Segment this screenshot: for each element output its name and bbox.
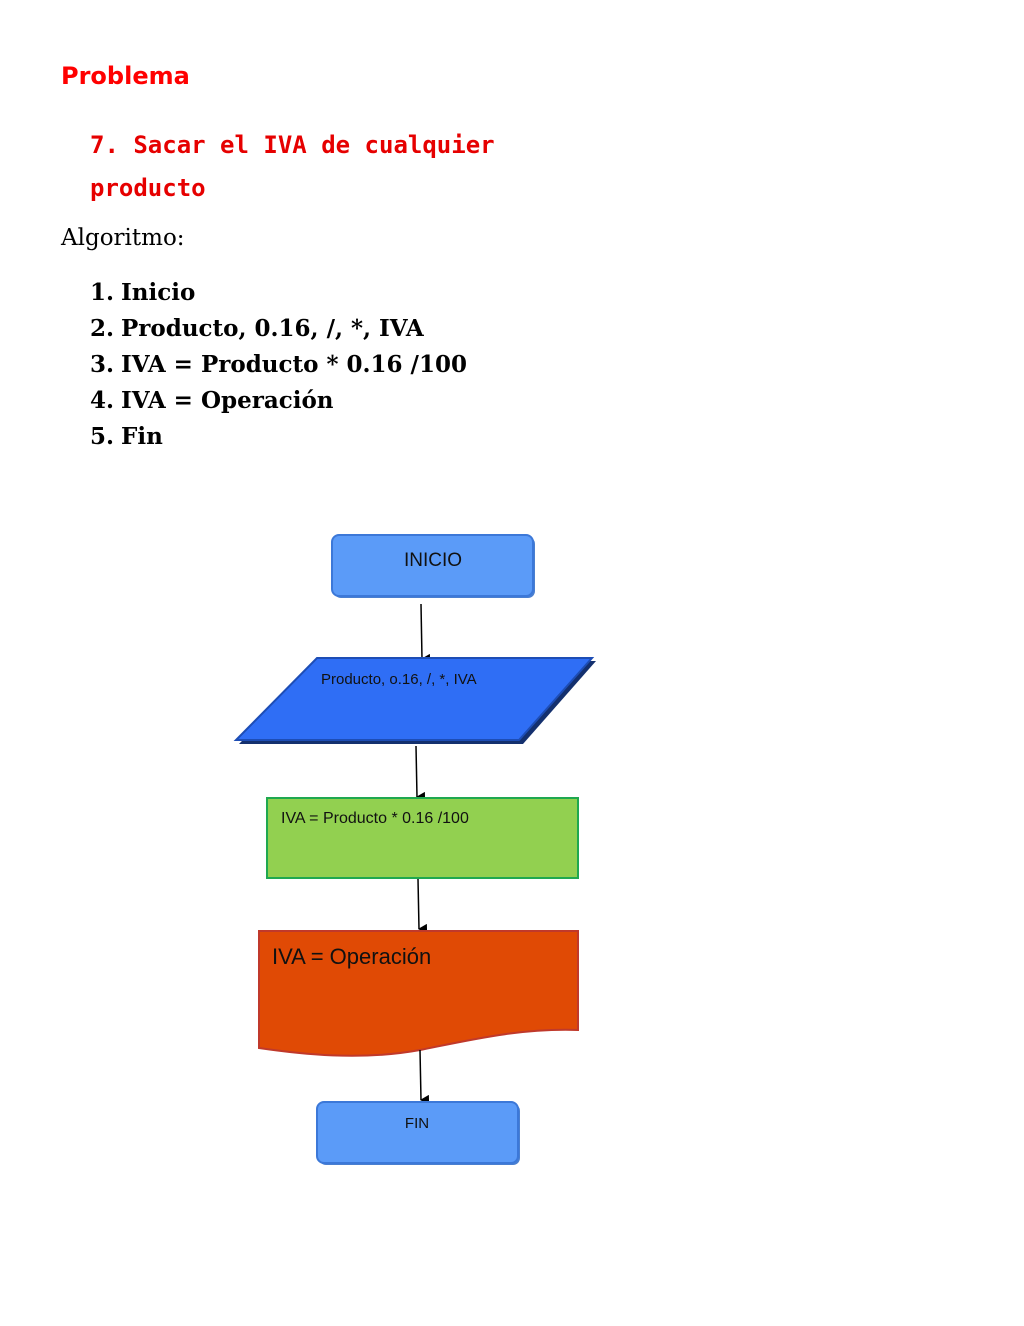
- connector-arrow: [419, 1049, 430, 1105]
- connector-arrow: [420, 603, 431, 664]
- start-node: INICIO: [331, 534, 535, 598]
- list-item: 2.Producto, 0.16, /, *, IVA: [90, 315, 424, 342]
- start-label: INICIO: [404, 550, 462, 571]
- algorithm-label: Algoritmo:: [61, 225, 185, 251]
- process-node: IVA = Producto * 0.16 /100: [266, 797, 579, 879]
- problem-text: Sacar el IVA de cualquier producto: [90, 131, 495, 202]
- list-item: 4.IVA = Operación: [90, 387, 334, 414]
- problem-statement: 7. Sacar el IVA de cualquier producto: [90, 124, 510, 210]
- problem-heading: Problema: [61, 62, 190, 90]
- connector-arrow: [417, 878, 428, 934]
- output-node: IVA = Operación: [258, 930, 579, 1057]
- problem-number: 7.: [90, 131, 119, 159]
- input-node: Producto, o.16, /, *, IVA: [233, 657, 596, 744]
- list-item: 5.Fin: [90, 423, 163, 450]
- input-label: Producto, o.16, /, *, IVA: [321, 671, 477, 688]
- process-label: IVA = Producto * 0.16 /100: [281, 810, 469, 827]
- algorithm-steps: 1.Inicio 2.Producto, 0.16, /, *, IVA 3.I…: [90, 275, 467, 455]
- list-item: 3.IVA = Producto * 0.16 /100: [90, 351, 467, 378]
- output-label: IVA = Operación: [272, 944, 431, 969]
- end-label: FIN: [405, 1115, 429, 1132]
- end-node: FIN: [316, 1101, 520, 1165]
- list-item: 1.Inicio: [90, 279, 196, 306]
- connector-arrow: [415, 745, 426, 802]
